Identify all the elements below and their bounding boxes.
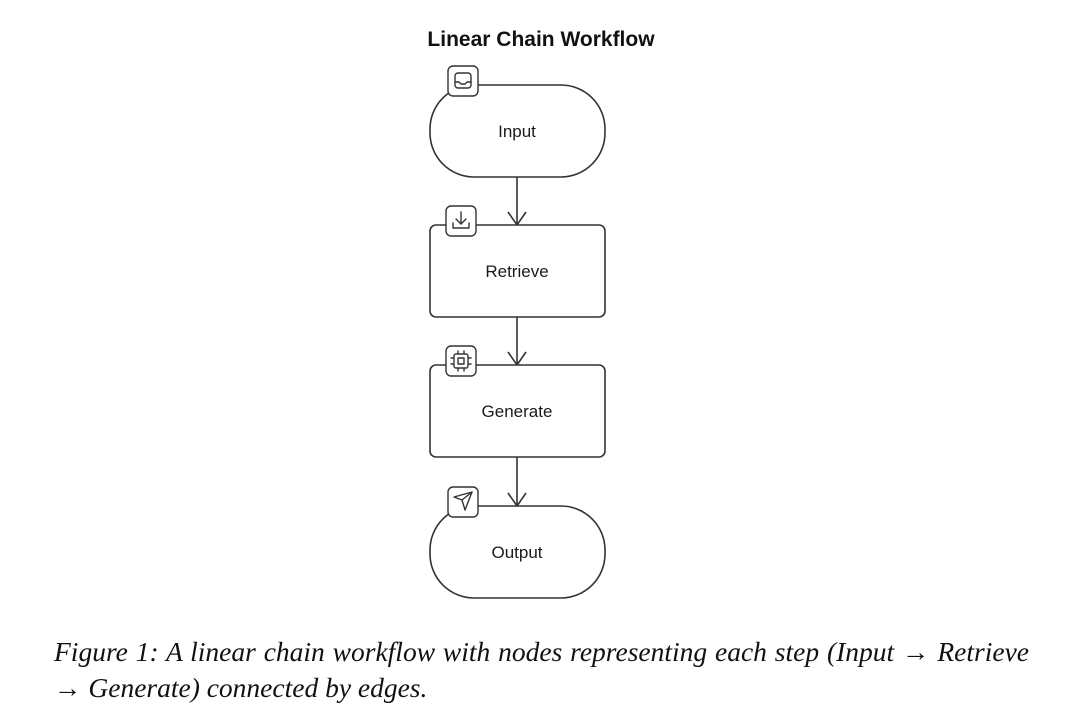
node-label-output: Output [491,543,542,562]
edge-generate-output [507,457,527,508]
node-output: Output [429,486,606,599]
chip-icon [445,345,477,377]
download-icon [445,205,477,237]
edge-input-retrieve [507,177,527,227]
node-retrieve: Retrieve [429,205,606,318]
node-label-input: Input [498,122,536,141]
figure-caption: Figure 1: A linear chain workflow with n… [54,636,1029,703]
edge-retrieve-generate [507,317,527,367]
node-generate: Generate [429,345,606,458]
node-input: Input [429,65,606,178]
inbox-icon [447,65,479,97]
node-label-generate: Generate [482,402,553,421]
diagram-title: Linear Chain Workflow [427,28,655,51]
node-label-retrieve: Retrieve [485,262,548,281]
send-icon [447,486,479,518]
